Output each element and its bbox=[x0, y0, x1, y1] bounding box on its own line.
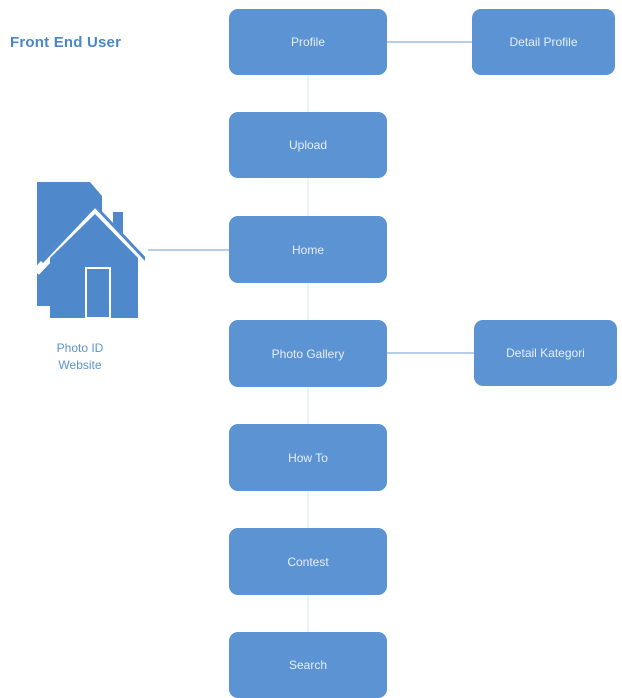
house-icon bbox=[33, 182, 145, 319]
site-label: Photo ID Website bbox=[56, 341, 104, 372]
node-search: Search bbox=[229, 632, 387, 698]
diagram-title: Front End User bbox=[10, 34, 122, 51]
node-photo-gallery: Photo Gallery bbox=[229, 320, 387, 387]
node-upload: Upload bbox=[229, 112, 387, 178]
node-detail-kategori: Detail Kategori bbox=[474, 320, 617, 386]
node-how-to: How To bbox=[229, 424, 387, 491]
node-home: Home bbox=[229, 216, 387, 283]
node-profile: Profile bbox=[229, 9, 387, 75]
node-contest: Contest bbox=[229, 528, 387, 595]
node-detail-profile: Detail Profile bbox=[472, 9, 615, 75]
